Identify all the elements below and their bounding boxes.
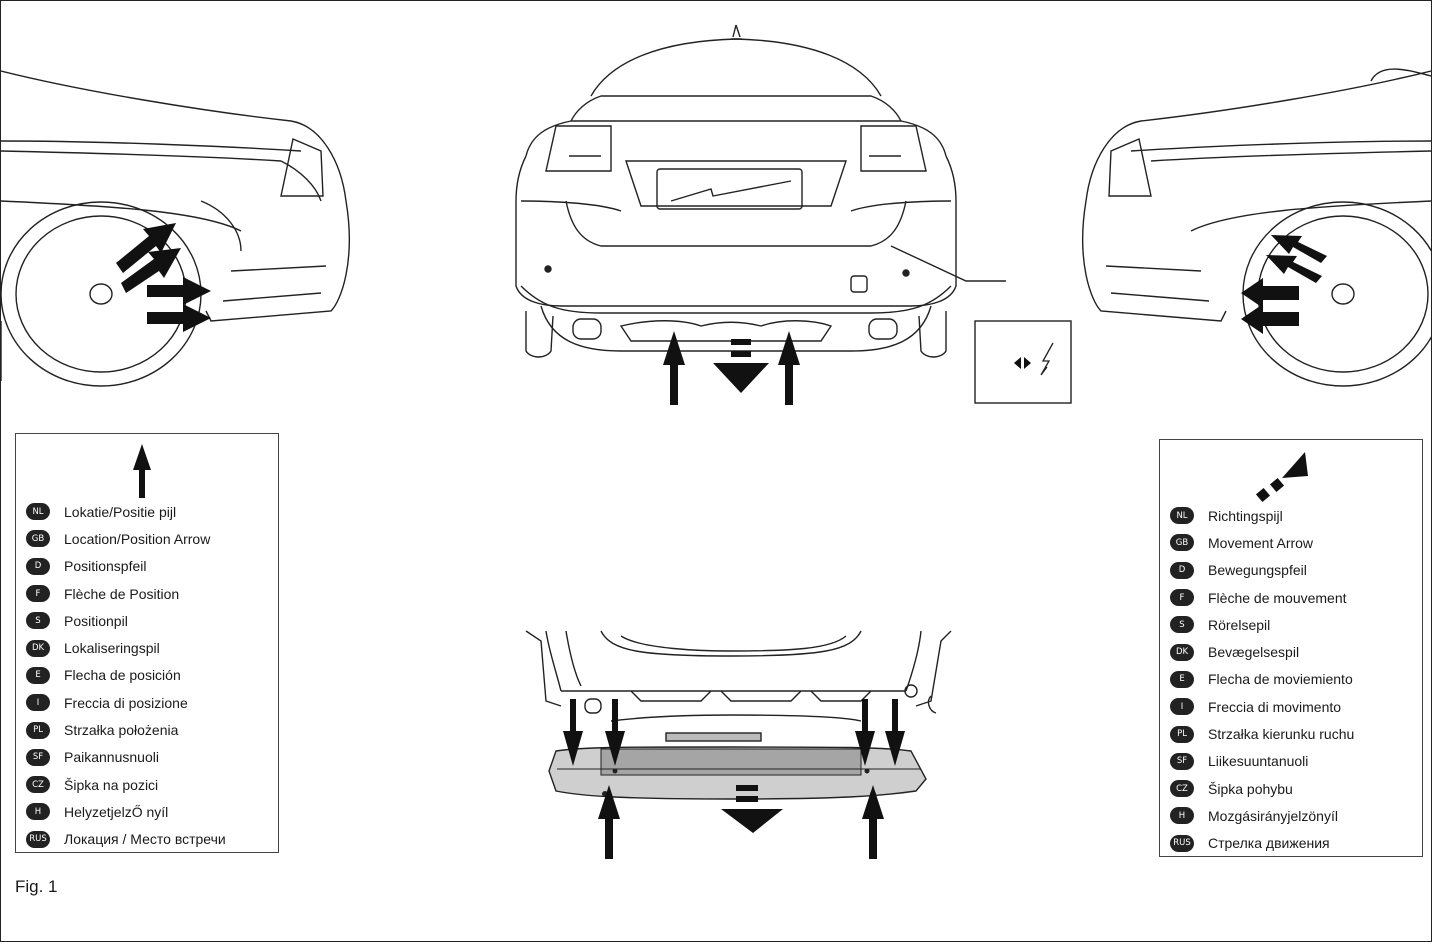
legend-item-label: Flecha de posición bbox=[64, 667, 181, 684]
language-code-badge: PL bbox=[1170, 725, 1194, 743]
right-movement-arrows bbox=[1241, 235, 1327, 334]
figure-caption: Fig. 1 bbox=[15, 877, 58, 896]
legend-item: S Rörelsepil bbox=[1170, 611, 1418, 638]
legend-item: E Flecha de posición bbox=[26, 662, 274, 689]
left-rear-quarter-view bbox=[1, 70, 350, 387]
language-code-badge: I bbox=[1170, 698, 1194, 716]
legend-item-label: Richtingspijl bbox=[1208, 507, 1283, 524]
legend-item-label: Flecha de moviemiento bbox=[1208, 671, 1353, 688]
legend-item-label: Bewegungspfeil bbox=[1208, 562, 1307, 579]
legend-item: DK Lokaliseringspil bbox=[26, 634, 274, 661]
legend-item: DK Bevægelsespil bbox=[1170, 638, 1418, 665]
language-code-badge: SF bbox=[1170, 752, 1194, 770]
legend-item-label: Positionspfeil bbox=[64, 558, 147, 575]
language-code-badge: GB bbox=[26, 530, 50, 548]
legend-item-label: Стрелка движения bbox=[1208, 835, 1330, 852]
legend-item-label: Lokaliseringspil bbox=[64, 640, 160, 657]
legend-item-label: Freccia di movimento bbox=[1208, 698, 1342, 715]
right-rear-quarter-view bbox=[1082, 68, 1431, 387]
legend-item: NL Lokatie/Positie pijl bbox=[26, 498, 274, 525]
legend-item: S Positionpil bbox=[26, 607, 274, 634]
rear-view-car bbox=[515, 24, 1006, 358]
legend-item: I Freccia di movimento bbox=[1170, 693, 1418, 720]
language-code-badge: H bbox=[1170, 807, 1194, 825]
legend-item: SF Liikesuuntanuoli bbox=[1170, 748, 1418, 775]
language-code-badge: DK bbox=[26, 639, 50, 657]
legend-item-label: Локация / Место встречи bbox=[64, 831, 226, 848]
legend-item: H Mozgásirányjelzönyíl bbox=[1170, 802, 1418, 829]
legend-item: RUS Локация / Место встречи bbox=[26, 826, 274, 853]
legend-item: PL Strzałka kierunku ruchu bbox=[1170, 720, 1418, 747]
legend-item-label: Lokatie/Positie pijl bbox=[64, 503, 177, 520]
callout-box bbox=[974, 320, 1072, 404]
legend-item-label: Strzałka położenia bbox=[64, 722, 179, 739]
legend-item-label: Paikannusnuoli bbox=[64, 749, 159, 766]
language-code-badge: RUS bbox=[26, 830, 50, 848]
underbody-movement-arrow bbox=[721, 785, 783, 833]
legend-item-label: Rörelsepil bbox=[1208, 616, 1271, 633]
language-code-badge: E bbox=[26, 666, 50, 684]
underbody-location-arrows bbox=[563, 699, 905, 859]
legend-item: D Bewegungspfeil bbox=[1170, 557, 1418, 584]
legend-item: D Positionspfeil bbox=[26, 553, 274, 580]
legend-item-label: Strzałka kierunku ruchu bbox=[1208, 726, 1355, 743]
legend-item: NL Richtingspijl bbox=[1170, 502, 1418, 529]
language-code-badge: CZ bbox=[26, 776, 50, 794]
underbody-view bbox=[525, 630, 952, 742]
legend-item: GB Location/Position Arrow bbox=[26, 525, 274, 552]
language-code-badge: DK bbox=[1170, 643, 1194, 661]
legend-item: RUS Стрелка движения bbox=[1170, 830, 1418, 857]
language-code-badge: NL bbox=[1170, 507, 1194, 525]
language-code-badge: NL bbox=[26, 503, 50, 521]
language-code-badge: F bbox=[1170, 589, 1194, 607]
legend-item: SF Paikannusnuoli bbox=[26, 744, 274, 771]
movement-arrow-icon bbox=[1255, 452, 1308, 503]
legend-item-label: Šipka pohybu bbox=[1208, 780, 1293, 797]
legend-item: CZ Šipka pohybu bbox=[1170, 775, 1418, 802]
legend-item: F Flèche de Position bbox=[26, 580, 274, 607]
legend-item-label: Location/Position Arrow bbox=[64, 530, 211, 547]
language-code-badge: F bbox=[26, 585, 50, 603]
legend-item: E Flecha de moviemiento bbox=[1170, 666, 1418, 693]
legend-item: H HelyzetjelzŐ nyíl bbox=[26, 798, 274, 825]
language-code-badge: D bbox=[1170, 561, 1194, 579]
left-location-arrows bbox=[116, 223, 211, 332]
legend-item: GB Movement Arrow bbox=[1170, 529, 1418, 556]
legend-item-label: Flèche de Position bbox=[64, 585, 180, 602]
location-arrow-icon bbox=[133, 444, 151, 498]
legend-item-label: Movement Arrow bbox=[1208, 534, 1314, 551]
legend-item-label: Bevægelsespil bbox=[1208, 644, 1300, 661]
legend-item-label: Šipka na pozici bbox=[64, 776, 159, 793]
language-code-badge: D bbox=[26, 557, 50, 575]
legend-item-label: HelyzetjelzŐ nyíl bbox=[64, 803, 169, 820]
legend-item-label: Mozgásirányjelzönyíl bbox=[1208, 807, 1338, 824]
language-code-badge: S bbox=[1170, 616, 1194, 634]
language-code-badge: CZ bbox=[1170, 780, 1194, 798]
legend-item: PL Strzałka położenia bbox=[26, 716, 274, 743]
legend-item: F Flèche de mouvement bbox=[1170, 584, 1418, 611]
language-code-badge: PL bbox=[26, 721, 50, 739]
bumper-beam bbox=[548, 746, 927, 800]
language-code-badge: I bbox=[26, 694, 50, 712]
language-code-badge: S bbox=[26, 612, 50, 630]
language-code-badge: H bbox=[26, 803, 50, 821]
legend-item-label: Flèche de mouvement bbox=[1208, 589, 1347, 606]
legend-item: I Freccia di posizione bbox=[26, 689, 274, 716]
language-code-badge: E bbox=[1170, 670, 1194, 688]
language-code-badge: GB bbox=[1170, 534, 1194, 552]
legend-item-label: Positionpil bbox=[64, 612, 128, 629]
legend-item-label: Liikesuuntanuoli bbox=[1208, 753, 1309, 770]
language-code-badge: RUS bbox=[1170, 834, 1194, 852]
legend-item: CZ Šipka na pozici bbox=[26, 771, 274, 798]
language-code-badge: SF bbox=[26, 748, 50, 766]
legend-item-label: Freccia di posizione bbox=[64, 694, 188, 711]
rear-movement-arrow bbox=[713, 339, 769, 393]
